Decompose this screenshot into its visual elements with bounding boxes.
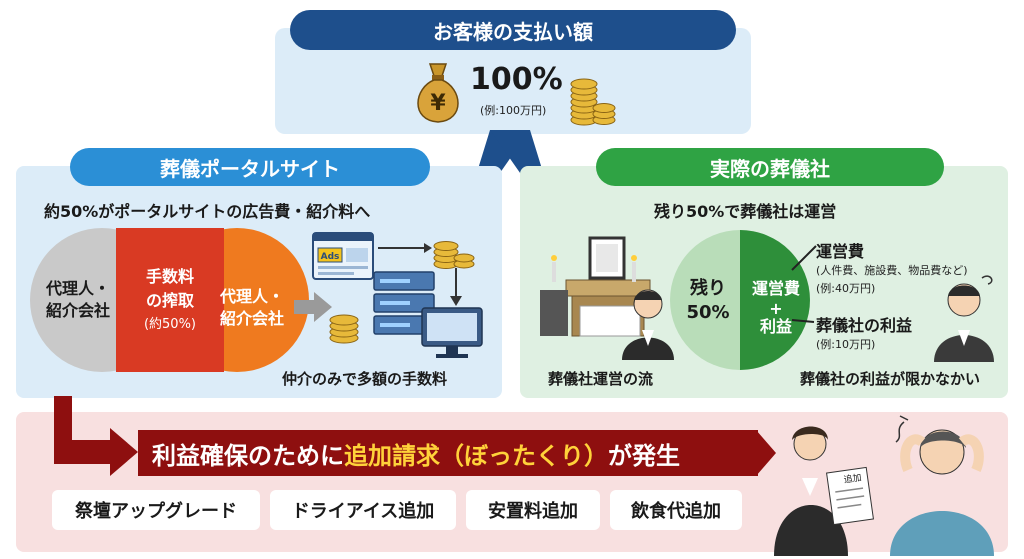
agent-label-right: 代理人・ 紹介会社 <box>219 287 284 328</box>
svg-text:¥: ¥ <box>430 91 446 116</box>
banner-arrow-tip <box>756 430 776 476</box>
altar-icon <box>540 236 651 337</box>
funeral-caption-right: 葬儀社の利益が限かなかい <box>800 370 981 388</box>
funeral-title: 実際の葬儀社 <box>596 148 944 186</box>
down-arrow-icon <box>450 268 462 306</box>
tag-food-fee: 飲食代追加 <box>610 490 742 530</box>
funeral-heading: 残り50%で葬儀社は運営 <box>654 202 837 221</box>
payment-example: (例:100万円) <box>480 104 547 117</box>
extra-charge-banner: 利益確保のために追加請求（ぼったくり）が発生 <box>138 430 758 476</box>
coin-stack-icon <box>329 314 359 344</box>
gray-arrow-icon <box>294 292 332 322</box>
banner-text-pre: 利益確保のために <box>152 441 344 470</box>
fee-label-3: (約50%) <box>143 317 197 332</box>
distressed-customer-icon <box>890 415 994 556</box>
funeral-caption-left: 葬儀社運営の流 <box>548 370 654 388</box>
fee-split-diagram <box>30 228 309 372</box>
pie-ops-label-2: + <box>769 299 783 318</box>
payment-title: お客様の支払い額 <box>290 10 736 50</box>
portal-title: 葬儀ポータルサイト <box>70 148 430 186</box>
coin-stack-icon <box>433 241 475 269</box>
ops-cost-detail: (人件費、施設費、物品費など) <box>816 264 968 277</box>
ads-label: Ads <box>321 252 340 262</box>
money-bag-icon: ¥ <box>417 63 459 123</box>
banner-text-highlight: 追加請求（ぼったくり） <box>344 441 608 470</box>
pie-remain-label-2: 50% <box>686 302 730 323</box>
staff-person-icon <box>622 289 674 360</box>
browser-ad-icon: Ads <box>312 232 374 280</box>
pie-remain-label-1: 残り <box>690 278 726 299</box>
fee-label-2: の搾取 <box>145 291 194 310</box>
ops-cost-label: 運営費 <box>816 242 865 261</box>
worried-staff-icon <box>934 275 994 362</box>
profit-example: (例:10万円) <box>816 338 876 351</box>
pie-ops-label-3: 利益 <box>759 317 792 336</box>
flow-arrow-icon <box>378 243 432 253</box>
banner-text-post: が発生 <box>608 441 680 470</box>
coin-stack-icon <box>570 78 616 126</box>
pie-ops-label-1: 運営費 <box>751 279 800 298</box>
monitor-icon <box>421 307 483 358</box>
staff-with-invoice-icon: 追加 <box>774 426 874 556</box>
leader-lines <box>791 245 817 323</box>
pie-ops <box>740 230 810 370</box>
agent-label-left: 代理人・ 紹介会社 <box>45 279 110 320</box>
tag-storage-fee: 安置料追加 <box>466 490 600 530</box>
server-icon <box>373 271 435 335</box>
ops-cost-example: (例:40万円) <box>816 282 876 295</box>
payment-percent: 100% <box>470 62 563 97</box>
fee-label-1: 手数料 <box>145 267 194 286</box>
tag-altar-upgrade: 祭壇アップグレード <box>52 490 260 530</box>
tag-dry-ice: ドライアイス追加 <box>270 490 456 530</box>
remaining-pie <box>670 230 810 370</box>
portal-caption: 仲介のみで多額の手数料 <box>282 370 448 388</box>
invoice-label: 追加 <box>843 471 863 485</box>
portal-heading: 約50%がポータルサイトの広告費・紹介料へ <box>44 202 371 221</box>
profit-label: 葬儀社の利益 <box>816 316 913 335</box>
flow-down-arrow <box>54 396 138 476</box>
